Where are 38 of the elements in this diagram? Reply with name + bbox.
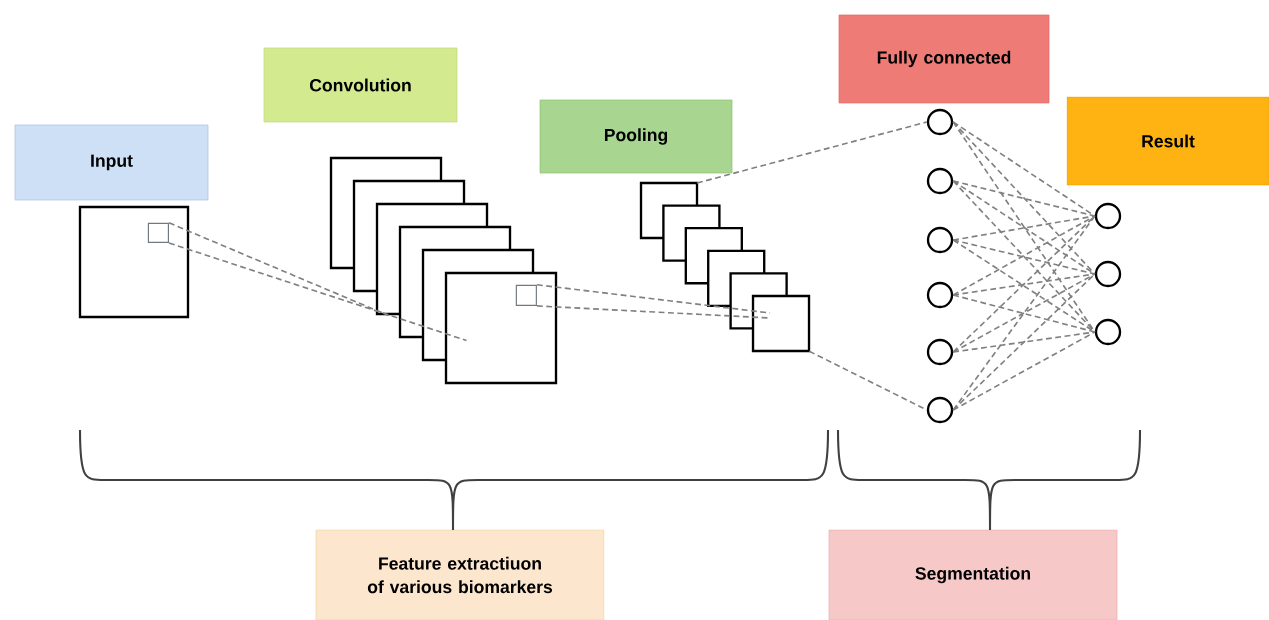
feature-map-stack-drawing [329,156,558,385]
label-box: Result [1066,96,1269,186]
dashed-line [952,273,1096,411]
feature-map-stack-drawing [639,181,811,353]
dashed-line [808,350,928,411]
dashed-line [952,215,1096,241]
label-box: Fully connected [838,14,1050,104]
feature-map [78,205,190,319]
dashed-line [952,331,1096,353]
dashed-line [952,273,1096,296]
dashed-line [168,242,468,342]
neuron-circle [926,226,954,254]
dashed-line [168,222,390,317]
dashed-line [952,180,1096,217]
dashed-line [952,239,1096,275]
filter-window [147,222,169,243]
label-box: Convolution [263,47,458,123]
dashed-line [952,294,1096,333]
neuron-circle [926,338,954,366]
dashed-line [696,121,928,184]
neuron-circle [1094,318,1122,346]
filter-window [515,284,537,306]
neuron-circle [926,281,954,309]
label-box: Input [14,124,209,201]
dashed-line [952,215,1096,296]
neuron-circle [1094,202,1122,230]
dashed-line [952,215,1096,411]
label-box: Segmentation [828,529,1118,620]
neuron-circle [926,396,954,424]
dashed-line [952,121,1096,275]
neuron-circle [926,108,954,136]
label-box: Pooling [539,99,733,174]
neuron-circle [926,167,954,195]
dashed-line [952,331,1096,411]
dashed-line [952,273,1096,353]
neuron-circle [1094,260,1122,288]
label-box: Feature extractiuon of various biomarkers [315,529,605,620]
dashed-line [536,283,771,314]
